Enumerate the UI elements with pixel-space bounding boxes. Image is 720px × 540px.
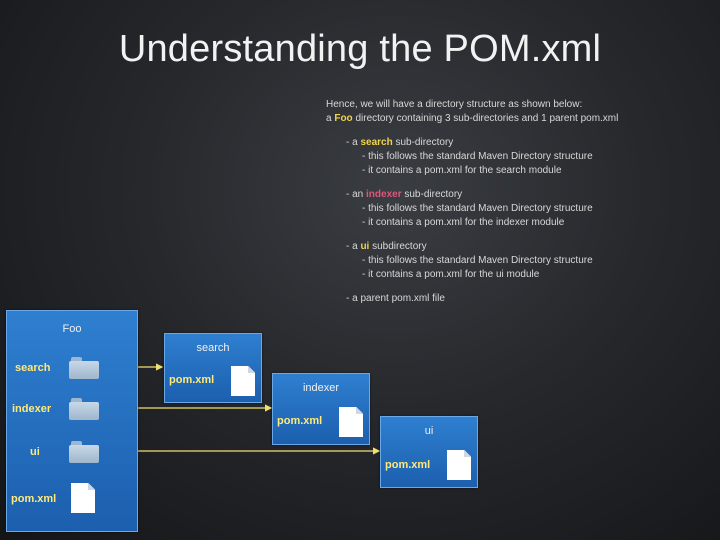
- bullet-ui: - a ui subdirectory - this follows the s…: [326, 240, 706, 282]
- search-box-title: search: [196, 342, 230, 354]
- bullet-prefix: - a: [346, 241, 361, 252]
- foo-item-search: search: [15, 362, 51, 374]
- ui-box: ui pom.xml: [380, 416, 478, 488]
- bullet-subline: - this follows the standard Maven Direct…: [362, 255, 593, 266]
- foo-item-pom: pom.xml: [11, 493, 57, 505]
- indexer-box-file: pom.xml: [277, 415, 323, 427]
- indexer-box-title: indexer: [302, 382, 340, 394]
- intro-line-1: Hence, we will have a directory structur…: [326, 99, 583, 110]
- foo-box: Foo search indexer ui pom.xml: [6, 310, 138, 532]
- search-box-file: pom.xml: [169, 374, 215, 386]
- foo-item-ui: ui: [30, 446, 40, 458]
- slide-title: Understanding the POM.xml: [118, 28, 602, 70]
- bullet-search: - a search sub-directory - this follows …: [326, 136, 706, 178]
- foo-title: Foo: [62, 323, 82, 335]
- bullet-suffix: sub-directory: [392, 137, 454, 148]
- ui-highlight: ui: [360, 241, 370, 252]
- bullet-subline: - this follows the standard Maven Direct…: [362, 151, 593, 162]
- file-icon: [231, 366, 255, 396]
- bullet-head: - a parent pom.xml file: [346, 293, 445, 304]
- foo-highlight: Foo: [334, 113, 353, 124]
- bullet-indexer: - an indexer sub-directory - this follow…: [326, 188, 706, 230]
- search-box: search pom.xml: [164, 333, 262, 403]
- file-icon: [71, 483, 95, 513]
- intro-suffix: directory containing 3 sub-directories a…: [352, 113, 619, 124]
- bullet-subline: - it contains a pom.xml for the indexer …: [362, 217, 565, 228]
- file-icon: [447, 450, 471, 480]
- file-icon: [339, 407, 363, 437]
- bullet-prefix: - a: [346, 137, 361, 148]
- indexer-highlight: indexer: [366, 189, 402, 200]
- bullet-subline: - it contains a pom.xml for the search m…: [362, 165, 562, 176]
- indexer-box: indexer pom.xml: [272, 373, 370, 445]
- folder-icon: [69, 398, 99, 420]
- bullet-subline: - this follows the standard Maven Direct…: [362, 203, 593, 214]
- bullet-subline: - it contains a pom.xml for the ui modul…: [362, 269, 540, 280]
- intro-prefix: a: [326, 113, 335, 124]
- intro: Hence, we will have a directory structur…: [326, 98, 706, 126]
- bullet-prefix: - an: [346, 189, 367, 200]
- foo-item-indexer: indexer: [12, 403, 52, 415]
- text-block: Hence, we will have a directory structur…: [326, 98, 706, 306]
- ui-box-title: ui: [424, 425, 434, 437]
- bullet-suffix: subdirectory: [369, 241, 427, 252]
- bullet-parent-pom: - a parent pom.xml file: [326, 292, 706, 306]
- bullet-suffix: sub-directory: [401, 189, 463, 200]
- intro-line-2: a Foo directory containing 3 sub-directo…: [326, 112, 706, 126]
- folder-icon: [69, 441, 99, 463]
- folder-icon: [69, 357, 99, 379]
- ui-box-file: pom.xml: [385, 459, 431, 471]
- search-highlight: search: [360, 137, 393, 148]
